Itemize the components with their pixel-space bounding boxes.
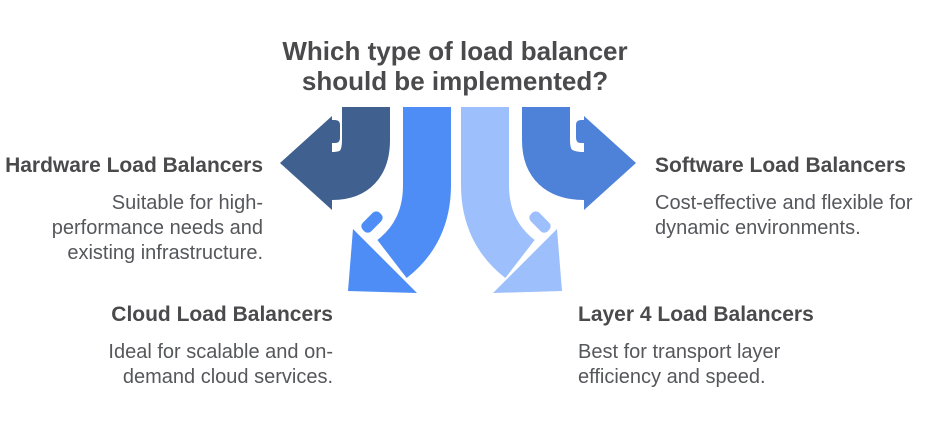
software-arrow-band	[522, 107, 586, 200]
option-layer4-heading: Layer 4 Load Balancers	[578, 303, 814, 326]
option-hardware: Hardware Load Balancers Suitable for hig…	[0, 153, 263, 266]
layer4-arrow-band	[461, 107, 536, 278]
hardware-arrow-icon	[280, 107, 390, 210]
option-software-description: Cost-effective and flexible for dynamic …	[655, 192, 913, 239]
page-title: Which type of load balancer should be im…	[282, 36, 628, 96]
cloud-arrow-band	[376, 107, 451, 278]
option-hardware-description: Suitable for high- performance needs and…	[51, 192, 263, 264]
hardware-arrow-band	[330, 107, 390, 200]
option-cloud-description: Ideal for scalable and on- demand cloud …	[108, 341, 333, 388]
cloud-arrow-icon	[348, 107, 451, 293]
hardware-arrow-head	[280, 116, 332, 210]
option-software-heading: Software Load Balancers	[655, 154, 906, 177]
layer4-arrow-tab	[529, 211, 551, 233]
cloud-arrow-head	[348, 229, 417, 293]
option-layer4-description: Best for transport layer efficiency and …	[578, 341, 781, 388]
layer4-arrow-head	[493, 229, 562, 293]
option-hardware-heading: Hardware Load Balancers	[5, 154, 263, 177]
option-cloud: Cloud Load Balancers Ideal for scalable …	[83, 302, 333, 390]
software-arrow-tab	[576, 120, 584, 143]
option-layer4: Layer 4 Load Balancers Best for transpor…	[578, 302, 848, 390]
layer4-arrow-icon	[461, 107, 562, 293]
software-arrow-icon	[522, 107, 636, 210]
cloud-arrow-tab	[361, 211, 383, 233]
hardware-arrow-tab	[332, 120, 340, 143]
software-arrow-head	[584, 116, 636, 210]
option-software: Software Load Balancers Cost-effective a…	[655, 153, 925, 241]
option-cloud-heading: Cloud Load Balancers	[111, 303, 333, 326]
